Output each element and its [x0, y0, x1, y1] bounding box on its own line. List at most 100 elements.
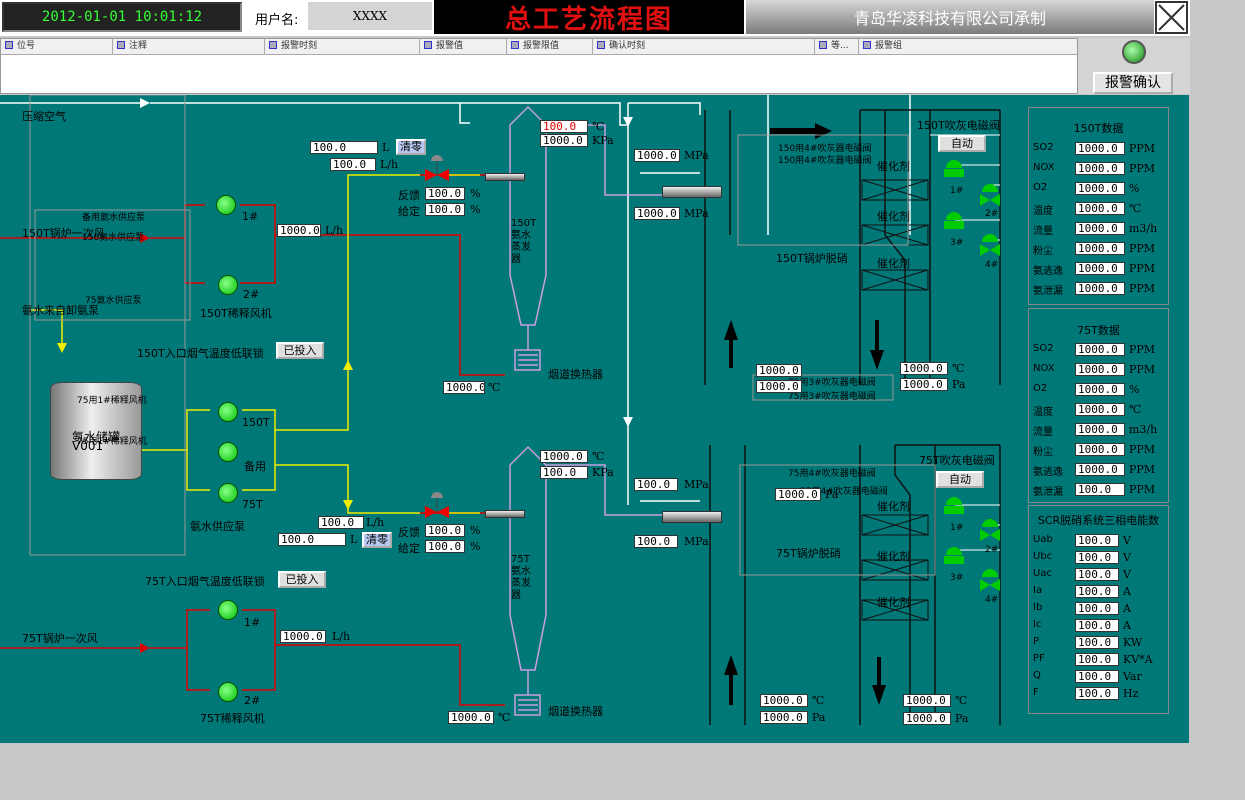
set75-value[interactable]: 100.0 [425, 540, 465, 553]
alarm-col-comment[interactable]: 注释 [113, 39, 265, 55]
row-label: O2 [1033, 182, 1048, 193]
dilution75-fan-1[interactable] [218, 600, 238, 620]
heater75-temp: 1000.0 [448, 711, 494, 724]
user-name-field[interactable]: XXXX [308, 2, 432, 30]
dilution150-fan-1[interactable] [216, 195, 236, 215]
bottom-temp-left-unit: ℃ [812, 694, 825, 707]
unit-L: L [382, 141, 390, 154]
alarm-list[interactable]: 位号 注释 报警时刻 报警值 报警限值 确认时刻 等... 报警组 [0, 38, 1079, 94]
catalyst150-1: 催化剂 [877, 160, 910, 173]
row-label: NOX [1033, 162, 1055, 173]
mpa75-top: 100.0 [634, 478, 678, 491]
supply-pump-150T[interactable] [218, 402, 238, 422]
row-label: Ubc [1033, 551, 1053, 562]
alarm-col-value[interactable]: 报警值 [420, 39, 507, 55]
heater75-unit: ℃ [498, 711, 511, 724]
row-unit: KW [1123, 636, 1143, 649]
heater75-label: 烟道换热器 [548, 705, 603, 718]
dilution75-fan-2[interactable] [218, 682, 238, 702]
blowvalve150-title: 150T吹灰电磁阀 [917, 119, 1000, 132]
alarm-col-ack-time[interactable]: 确认时刻 [593, 39, 815, 55]
dilution75-label: 75T稀释风机 [200, 712, 265, 725]
tank-label: 氨水储罐 [72, 430, 121, 444]
row-label: NOX [1033, 363, 1055, 374]
row-value: 1000.0 [1075, 282, 1125, 295]
evap75-pressure: 100.0 [540, 466, 588, 479]
injection-lance-150[interactable] [662, 186, 722, 198]
supply-pump-spare[interactable] [218, 442, 238, 462]
fan75-2-label: 2# [244, 694, 261, 707]
close-button[interactable] [1155, 1, 1188, 34]
alarm-col-limit[interactable]: 报警限值 [507, 39, 593, 55]
dilution150-fan-2[interactable] [218, 275, 238, 295]
control-valve-150-icon[interactable] [425, 155, 449, 185]
fb150-label: 反馈 [398, 189, 420, 202]
row-value: 1000.0 [1075, 182, 1125, 195]
sootblower75-overlay-c: 75用4#吹灰器电磁阀 [788, 469, 876, 479]
control-valve-75-icon[interactable] [425, 492, 449, 522]
mpa75-top-unit: MPa [684, 478, 709, 491]
bottom-temp-right: 1000.0 [903, 694, 951, 707]
row-value: 100.0 [1075, 534, 1119, 547]
mid-pressure-right: 1000.0 [900, 378, 948, 391]
interlock75-button[interactable]: 已投入 [278, 571, 326, 588]
bottom-pressure-left: 1000.0 [760, 711, 808, 724]
row-label: Uab [1033, 534, 1053, 545]
bottom-pressure-right-unit: Pa [955, 712, 969, 725]
set150-label: 给定 [398, 205, 420, 218]
sootblower75-valves[interactable] [942, 497, 1012, 607]
row-value: 1000.0 [1075, 363, 1125, 376]
alarm-col-tag[interactable]: 位号 [1, 39, 113, 55]
row-label: Uac [1033, 568, 1052, 579]
alarm-ack-button[interactable]: 报警确认 [1093, 72, 1173, 94]
f150-setpoint-field[interactable]: 100.0 [310, 141, 378, 154]
injection-lance-75[interactable] [662, 511, 722, 523]
process-diagram [0, 95, 1189, 743]
valve-icon [980, 184, 1000, 206]
valve-icon [944, 547, 964, 564]
row-unit: V [1123, 551, 1131, 564]
mpa75-bottom: 100.0 [634, 535, 678, 548]
row-label: SO2 [1033, 142, 1054, 153]
alarm-col-time[interactable]: 报警时刻 [265, 39, 420, 55]
v75-3-label: 3# [950, 573, 964, 583]
row-label: 氨逃逸 [1033, 266, 1063, 277]
blowvalve75-auto-button[interactable]: 自动 [936, 471, 984, 488]
row-value: 1000.0 [1075, 202, 1125, 215]
row-unit: Hz [1123, 687, 1139, 700]
row-label: 流量 [1033, 226, 1053, 237]
set150-value[interactable]: 100.0 [425, 203, 465, 216]
row-unit: PPM [1129, 363, 1156, 376]
alarm-col-level[interactable]: 等... [815, 39, 859, 55]
tower75-pressure: 1000.0 [775, 488, 821, 501]
panel-energy-title: SCR脱硝系统三相电能数 [1037, 514, 1160, 527]
row-value: 1000.0 [1075, 423, 1125, 436]
row-value: 1000.0 [1075, 242, 1125, 255]
mid-temp-right-unit: ℃ [952, 362, 965, 375]
f75-flow-value: 100.0 [318, 516, 364, 529]
clear150-button[interactable]: 清零 [396, 139, 426, 155]
fan75-1-label: 1# [244, 616, 261, 629]
interlock150-button[interactable]: 已投入 [276, 342, 324, 359]
sootblower150-valves[interactable] [942, 160, 1012, 270]
tower75-pressure-unit: Pa [825, 488, 839, 501]
dil150-flow-value: 1000.0 [277, 224, 321, 237]
pump75-overlay-label: 75氨水供应泵 [85, 296, 142, 306]
f75-setpoint-field[interactable]: 100.0 [278, 533, 346, 546]
blowvalve150-auto-button[interactable]: 自动 [938, 135, 986, 152]
clear75-button[interactable]: 清零 [362, 532, 392, 548]
mixer-150 [485, 173, 525, 181]
ammonia-storage-tank[interactable] [50, 382, 142, 480]
supply-pump-75T[interactable] [218, 483, 238, 503]
heater150-label: 烟道换热器 [548, 368, 603, 381]
row-value: 100.0 [1075, 653, 1119, 666]
row-unit: PPM [1129, 162, 1156, 175]
alarm-col-group[interactable]: 报警组 [859, 39, 1079, 55]
